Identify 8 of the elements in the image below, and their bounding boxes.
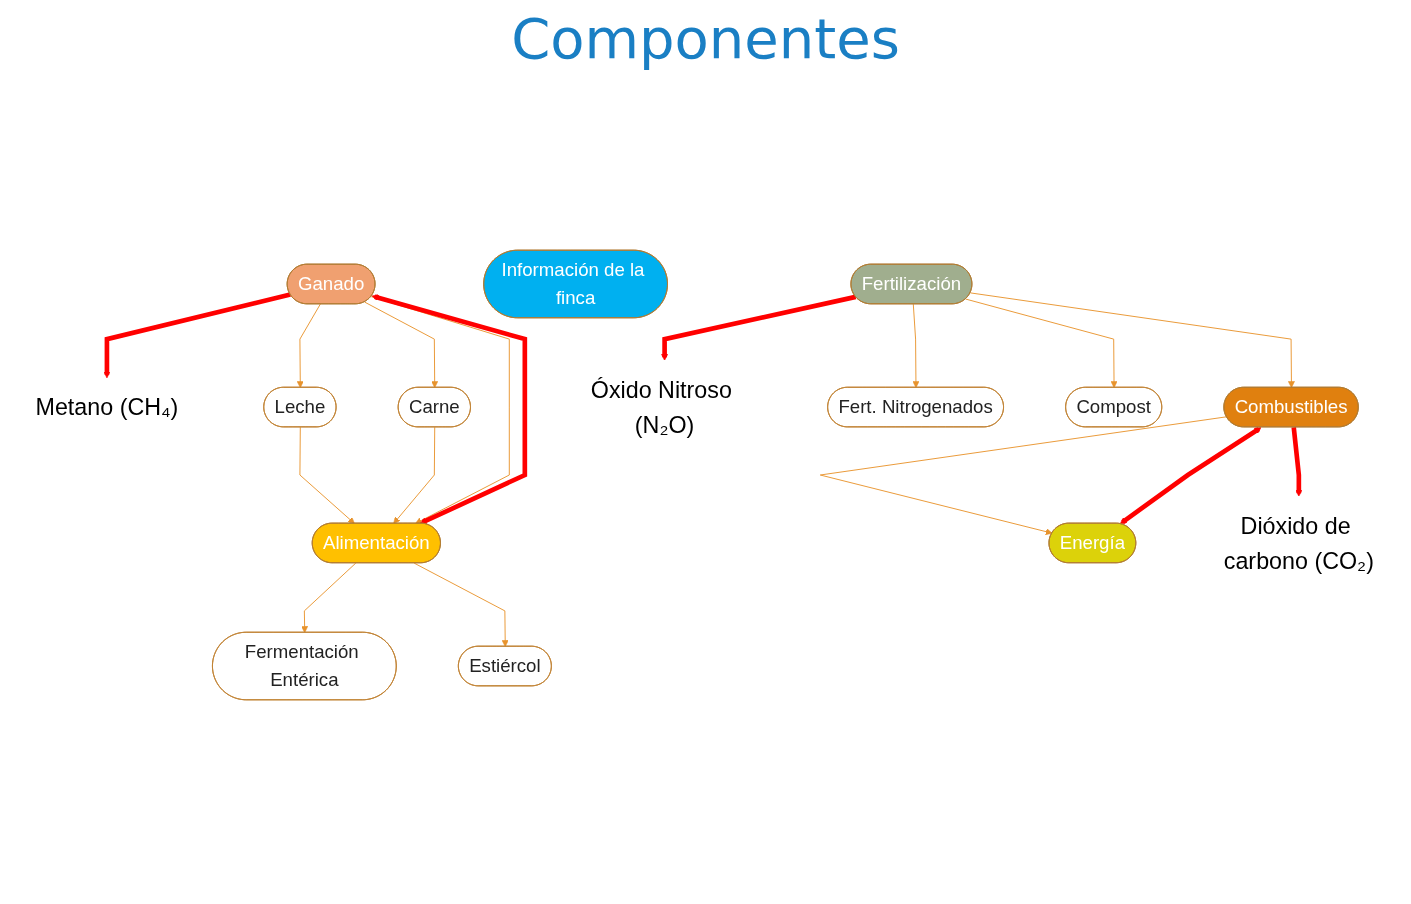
arrow <box>1119 427 1261 525</box>
node-text: Dióxido de carbono (CO₂) <box>1223 512 1374 574</box>
node-text: Metano (CH₄) <box>35 394 178 420</box>
arrow <box>1290 427 1302 497</box>
arrow <box>660 294 856 361</box>
diagram-title: Componentes <box>510 6 901 71</box>
node-text: Óxido Nitroso (N₂O) <box>590 376 732 438</box>
arrow <box>103 292 291 379</box>
